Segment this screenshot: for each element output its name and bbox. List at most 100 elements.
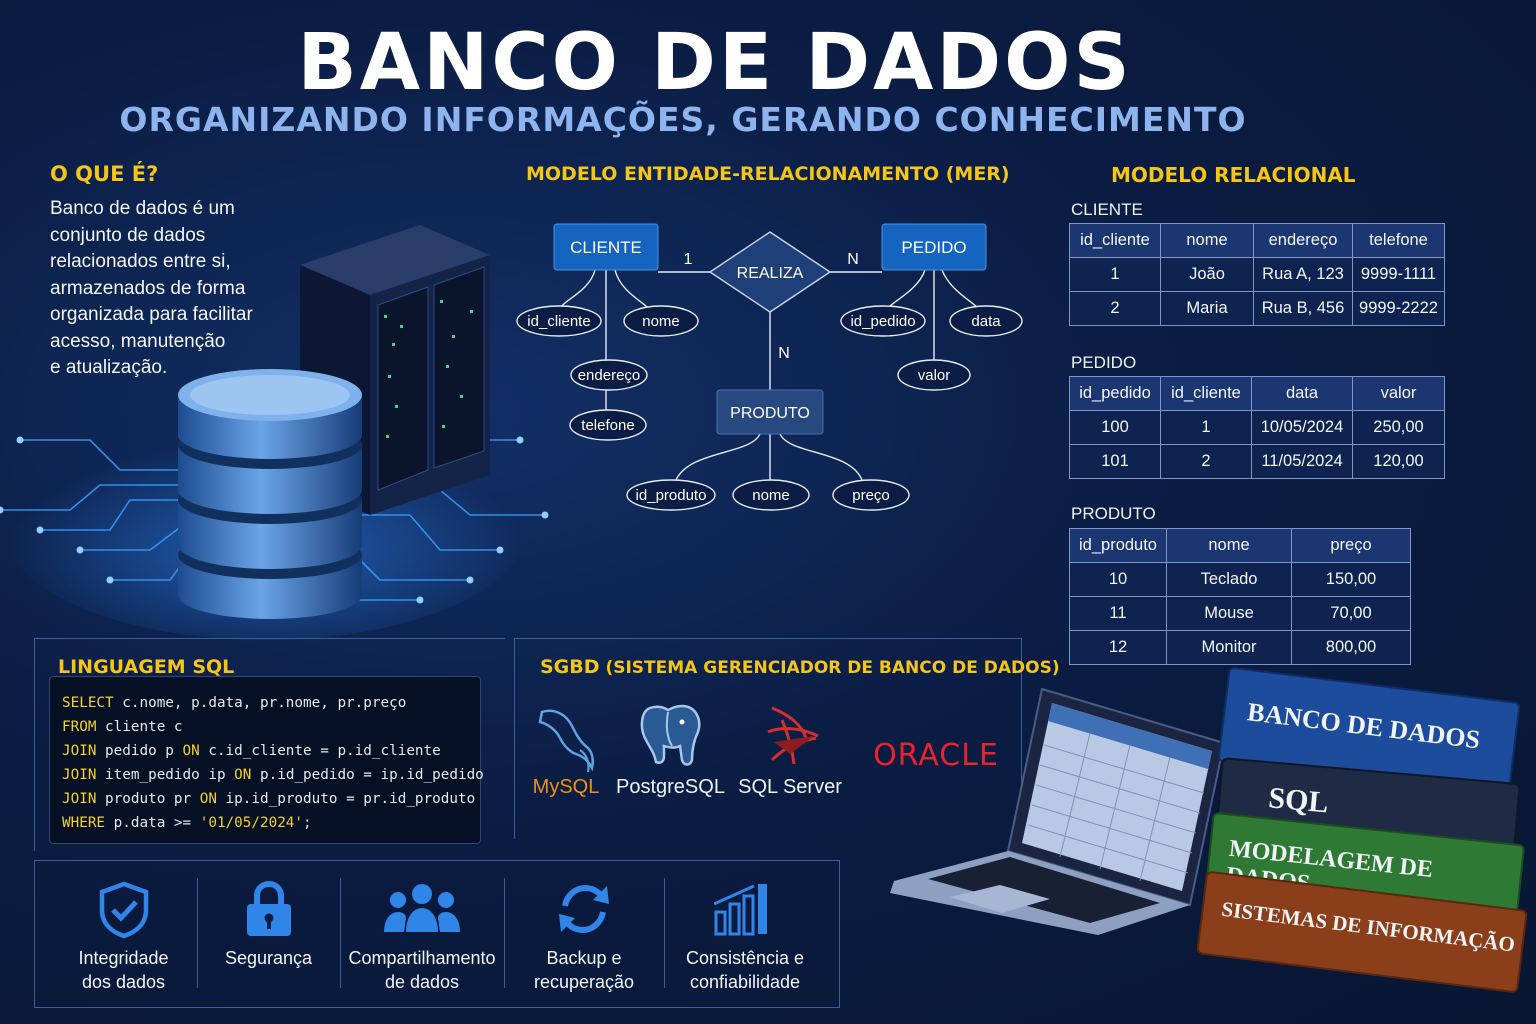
sql-string: '01/05/2024' [199,815,304,831]
table-name-pedido: PEDIDO [1071,353,1137,372]
feature-label: Integridade dos dados [50,946,197,994]
intro-line: e atualização. [50,357,168,378]
sql-keyword: JOIN [62,767,97,783]
table-cell: 101 [1069,444,1161,479]
table-header-row: id_produto nome preço [1069,528,1411,563]
sql-text: c.nome, p.data, pr.nome, pr.preço [113,695,407,711]
table-cell: 2 [1069,291,1161,326]
sql-text: item_pedido ip [96,767,235,783]
sgbd-title: SGBD (SISTEMA GERENCIADOR DE BANCO DE DA… [540,656,1060,678]
intro-line: conjunto de dados [50,224,206,246]
users-icon [384,884,460,932]
sql-text: p.id_pedido = ip.id_pedido [251,767,484,783]
table-cell: Rua A, 123 [1253,257,1353,292]
sql-keyword: ON [234,767,252,783]
feature-line: recuperação [533,972,635,992]
sql-line: FROM cliente c [62,715,480,739]
table-cell: 10/05/2024 [1251,410,1353,445]
sgbd-postgresql: PostgreSQL [616,776,725,798]
sql-keyword: ON [199,791,217,807]
er-diagram: CLIENTE PEDIDO PRODUTO REALIZA 1 N N id_… [516,223,1023,511]
shield-check-icon [99,881,148,939]
cardinality-cliente: 1 [684,251,693,268]
column-header: preço [1291,528,1411,563]
intro-line: relacionados entre si, [50,251,231,272]
book-title: SISTEMAS DE INFORMAÇÃO [1220,896,1517,957]
sql-line: JOIN pedido p ON c.id_cliente = p.id_cli… [62,739,480,763]
book-title: BANCO DE DADOS [1245,697,1482,755]
column-header: data [1251,376,1353,411]
attr-nome-produto: nome [752,487,790,504]
sgbd-sql-server: SQL Server [738,776,842,798]
attr-id-pedido: id_pedido [850,313,915,330]
sql-section-frame [34,638,505,851]
table-cell: 12 [1069,630,1167,665]
table-cell: Teclado [1166,562,1292,597]
table-cell: Mouse [1166,596,1292,631]
attr-endereco: endereço [578,367,641,384]
table-row: 101 2 11/05/2024 120,00 [1069,444,1445,479]
feature-line: Segurança [224,948,313,968]
column-header: telefone [1352,223,1445,258]
column-header: valor [1352,376,1445,411]
sql-text: c.id_cliente = p.id_cliente [199,743,441,759]
table-name-cliente: CLIENTE [1071,200,1143,219]
oracle-logo: ORACLE [873,738,999,773]
column-header: endereço [1253,223,1353,258]
table-cliente: id_cliente nome endereço telefone 1 João… [1069,223,1445,326]
sgbd-section-frame [514,638,1022,839]
table-cell: 10 [1069,562,1167,597]
table-cell: 9999-2222 [1352,291,1445,326]
sql-keyword: JOIN [62,743,97,759]
sql-line: WHERE p.data >= '01/05/2024'; [62,811,480,835]
table-cell: 800,00 [1291,630,1411,665]
intro-text: Banco de dados é um conjunto de dados re… [50,196,290,382]
feature-compartilhamento: Compartilhamento de dados [340,860,504,1006]
postgresql-elephant-icon [640,704,701,766]
relational-title: MODELO RELACIONAL [1111,163,1356,187]
sql-line: SELECT c.nome, p.data, pr.nome, pr.preço [62,691,480,715]
bar-chart-icon [714,884,767,936]
sql-keyword: ON [182,743,200,759]
sql-line: JOIN produto pr ON ip.id_produto = pr.id… [62,787,480,811]
table-cell: 70,00 [1291,596,1411,631]
feature-line: Compartilhamento [348,948,496,968]
feature-seguranca: Segurança [197,860,340,1006]
padlock-icon [246,880,291,936]
table-row: 10 Teclado 150,00 [1069,562,1411,597]
feature-label: Segurança [197,946,340,970]
sql-keyword: FROM [62,719,97,735]
table-cell: 150,00 [1291,562,1411,597]
feature-line: dos dados [81,972,166,992]
column-header: id_produto [1069,528,1167,563]
sgbd-title-sub: (SISTEMA GERENCIADOR DE BANCO DE DADOS) [605,658,1060,678]
table-pedido: id_pedido id_cliente data valor 100 1 10… [1069,376,1445,479]
attr-telefone: telefone [581,417,634,434]
table-cell: 9999-1111 [1352,257,1445,292]
intro-title: O QUE É? [50,162,159,186]
cardinality-produto: N [778,345,790,362]
attr-nome-cliente: nome [642,313,680,330]
relationship-realiza: REALIZA [737,265,804,282]
sql-keyword: WHERE [62,815,106,831]
feature-line: Integridade [78,948,169,968]
table-row: 2 Maria Rua B, 456 9999-2222 [1069,291,1445,326]
attr-preco: preço [852,487,890,504]
book-title: SQL [1267,781,1330,820]
sql-keyword: SELECT [62,695,114,711]
mysql-dolphin-icon [538,709,595,773]
features-panel [34,860,840,1008]
feature-line: de dados [384,972,460,992]
table-cell: 100 [1069,410,1161,445]
sql-text: produto pr [96,791,200,807]
feature-line: Consistência e [685,948,805,968]
page-title: BANCO DE DADOS [297,18,1133,108]
column-header: id_pedido [1069,376,1161,411]
table-cell: 250,00 [1352,410,1445,445]
feature-divider [197,878,198,988]
laptop-illustration [890,687,1226,935]
table-cell: 11 [1069,596,1167,631]
